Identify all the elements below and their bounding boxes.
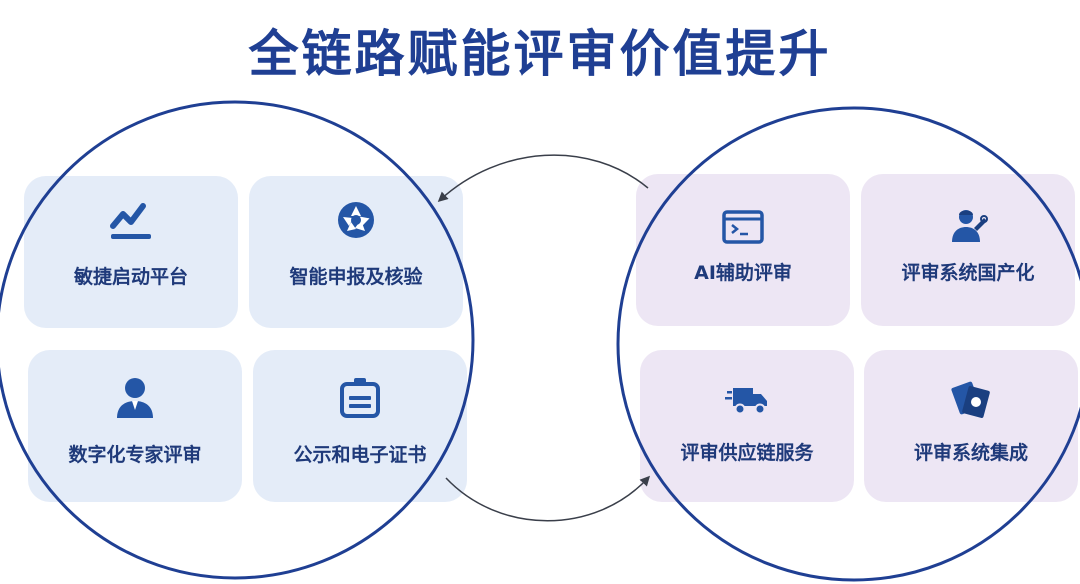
card-label: AI辅助评审 <box>694 262 792 284</box>
card-ai-assisted-review: AI辅助评审 <box>636 174 850 326</box>
card-review-system-integration: 评审系统集成 <box>864 350 1078 502</box>
card-label: 评审系统国产化 <box>901 262 1035 284</box>
card-review-supply-chain: 评审供应链服务 <box>640 350 854 502</box>
card-label: 评审供应链服务 <box>680 442 814 464</box>
terminal-icon <box>722 210 764 244</box>
bottom-arrow <box>445 475 651 522</box>
integration-cards-icon <box>951 381 990 418</box>
card-agile-launch-platform: 敏捷启动平台 <box>24 176 238 328</box>
expert-person-icon <box>117 378 153 418</box>
trend-chart-icon <box>110 203 151 239</box>
delivery-truck-icon <box>725 388 767 415</box>
left-group-circle <box>0 100 475 580</box>
card-label: 智能申报及核验 <box>289 266 423 288</box>
top-arrow <box>437 154 649 203</box>
card-label: 敏捷启动平台 <box>73 266 188 288</box>
card-label: 公示和电子证书 <box>293 444 427 466</box>
card-label: 评审系统集成 <box>913 442 1028 464</box>
engineer-icon <box>952 210 988 242</box>
card-digital-expert-review: 数字化专家评审 <box>28 350 242 502</box>
aperture-icon <box>338 202 374 238</box>
id-badge-icon <box>340 378 380 418</box>
card-label: 数字化专家评审 <box>68 444 202 466</box>
page-title: 全链路赋能评审价值提升 <box>248 25 832 83</box>
right-group-circle <box>616 106 1080 582</box>
